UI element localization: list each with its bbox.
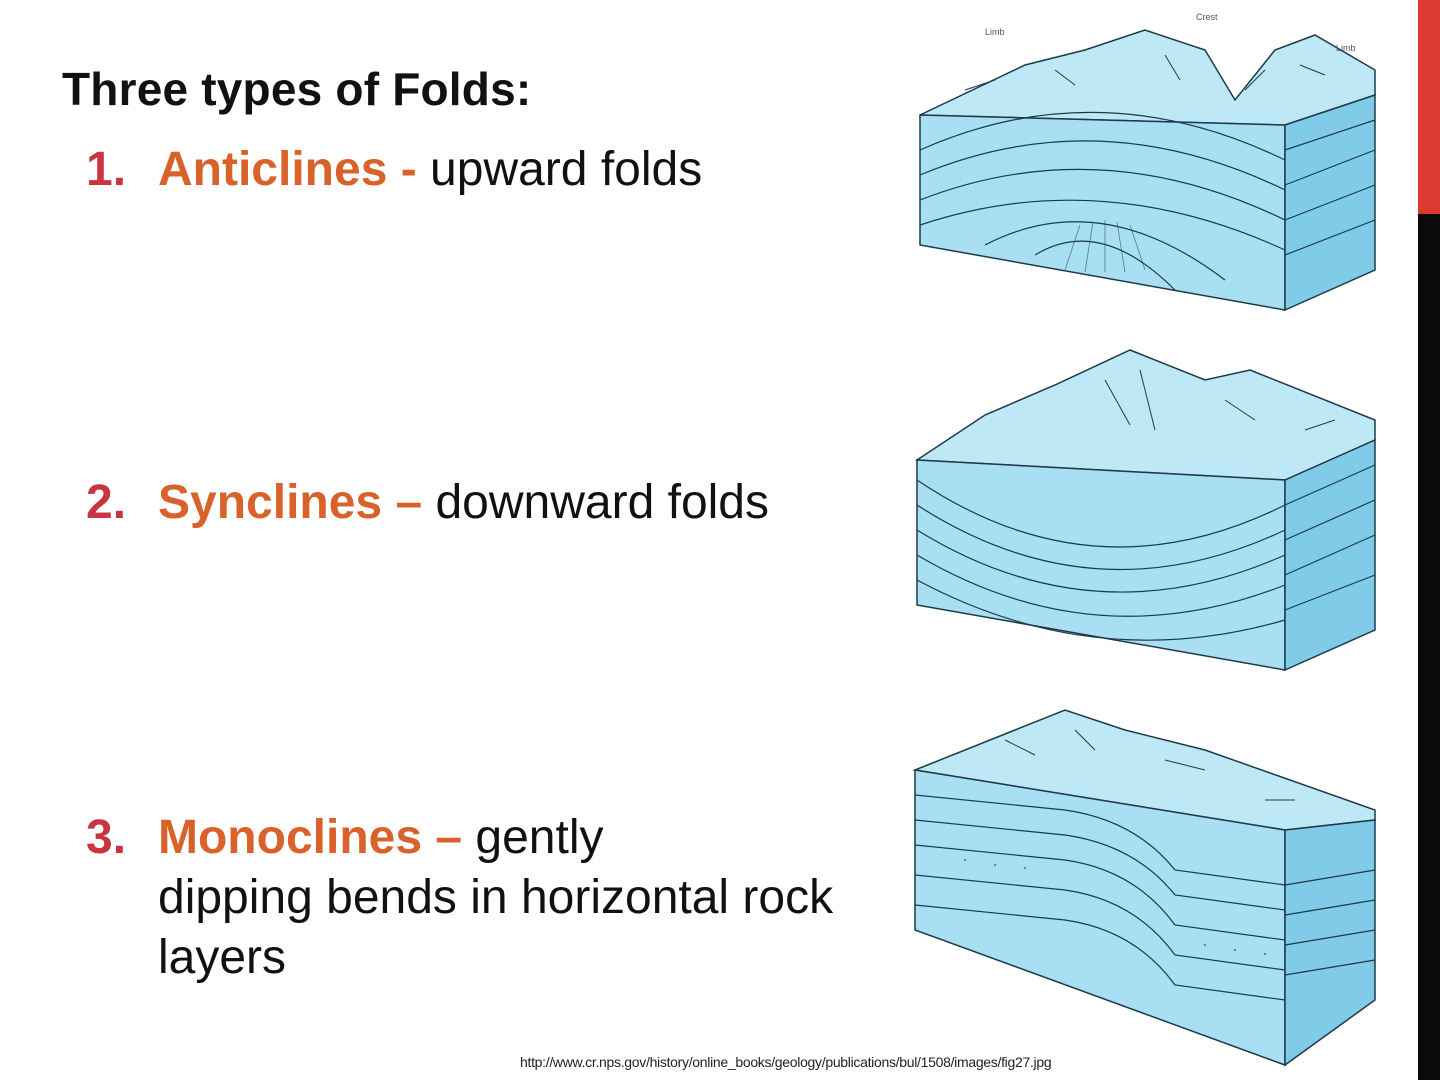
item-number: 1.	[86, 143, 127, 196]
item-description-rest: dipping bends in horizontal rock layers	[158, 871, 834, 984]
diagram-label-limb-left: Limb	[985, 27, 1005, 37]
item-term: Anticlines	[158, 143, 388, 196]
slide-title: Three types of Folds:	[62, 63, 532, 115]
monocline-block-diagram-icon	[912, 709, 1376, 1067]
item-dash: -	[387, 143, 431, 196]
edge-accent-red	[1418, 0, 1440, 214]
list-item-monoclines: 3. Monoclines – gently dipping bends in h…	[86, 808, 846, 988]
item-term: Synclines	[158, 476, 383, 529]
item-number: 3.	[86, 811, 127, 864]
item-description-line1: gently	[475, 811, 604, 864]
edge-accent-black	[1418, 214, 1440, 1080]
diagram-label-crest: Crest	[1196, 12, 1218, 22]
item-description: upward folds	[430, 143, 703, 196]
item-number: 2.	[86, 476, 127, 529]
list-item-anticlines: 1. Anticlines - upward folds	[86, 140, 702, 200]
syncline-block-diagram-icon	[914, 349, 1376, 672]
item-dash: –	[422, 811, 476, 864]
item-term: Monoclines	[158, 811, 423, 864]
anticline-block-diagram-icon	[919, 29, 1376, 312]
diagram-label-limb-right: Limb	[1336, 43, 1356, 53]
list-item-synclines: 2. Synclines – downward folds	[86, 473, 769, 533]
item-description: downward folds	[435, 476, 769, 529]
item-dash: –	[382, 476, 436, 529]
source-url: http://www.cr.nps.gov/history/online_boo…	[520, 1054, 1052, 1070]
